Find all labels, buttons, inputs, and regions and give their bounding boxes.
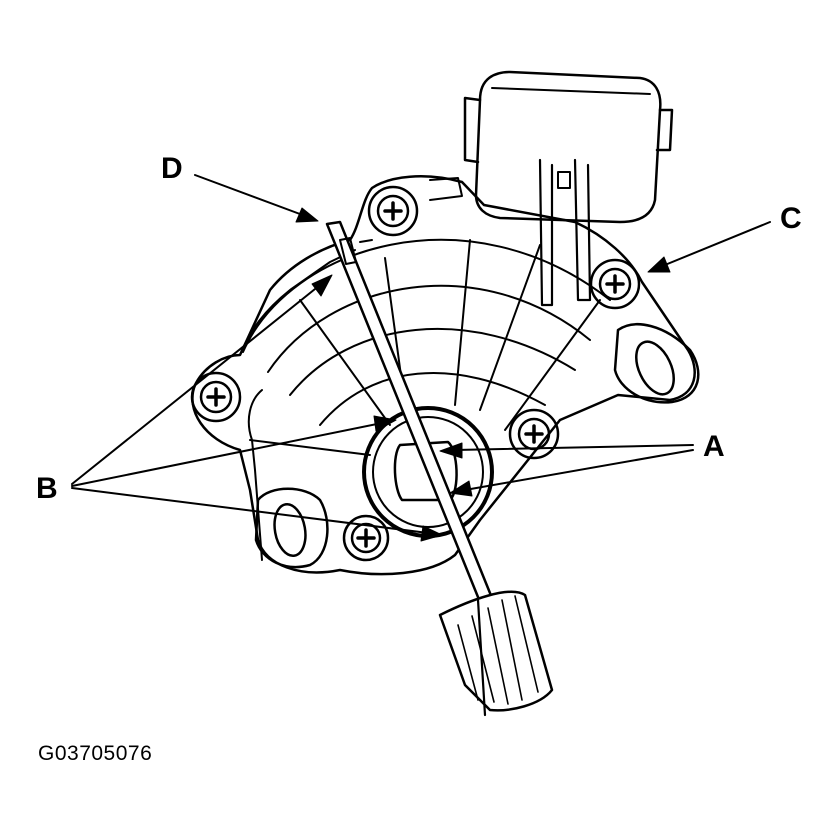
- screw-left: [190, 371, 242, 423]
- connector-key: [557, 171, 571, 189]
- leader-d: [194, 174, 309, 218]
- connector-lock-left: [463, 96, 482, 164]
- connector-inner-line: [491, 87, 651, 95]
- connector-cable-left: [538, 158, 554, 307]
- arrowhead-b-upper: [311, 274, 333, 297]
- housing-rib-arc-3: [289, 327, 576, 396]
- connector-neck: [429, 177, 463, 201]
- housing-rib-arc-2: [267, 284, 591, 373]
- sensor-housing-outline: [191, 175, 696, 576]
- housing-rib-outer-arc: [242, 239, 611, 353]
- connector-cable-right: [573, 158, 592, 302]
- alignment-pin-lower: [476, 598, 487, 717]
- alignment-pin-tip-2: [359, 239, 373, 243]
- leader-b-middle: [71, 422, 383, 487]
- callout-label-a: A: [703, 430, 725, 463]
- arrowhead-a-lower: [449, 480, 473, 497]
- housing-radial-rib-4: [479, 244, 541, 411]
- housing-radial-rib-1: [299, 299, 391, 426]
- tool-handle: [438, 590, 554, 712]
- screw-top: [367, 185, 419, 237]
- callout-label-d: D: [161, 152, 183, 185]
- mounting-lug-left: [254, 487, 329, 569]
- mounting-slot-left: [273, 503, 307, 557]
- leader-a-upper: [454, 444, 694, 451]
- arrowhead-c: [647, 256, 671, 273]
- alignment-pin-tip: [339, 237, 357, 265]
- tool-handle-grooves: [457, 595, 539, 705]
- arrowhead-d: [295, 207, 319, 223]
- connector-lock-right: [655, 108, 674, 152]
- housing-rib-arc-4: [319, 372, 546, 426]
- screw-bottom: [342, 514, 390, 562]
- mounting-slot-right: [635, 340, 675, 396]
- arrowhead-b-middle: [373, 415, 397, 432]
- figure-id: G03705076: [38, 742, 153, 765]
- screw-c: [589, 258, 641, 310]
- leader-c: [659, 221, 771, 268]
- arrowhead-a-upper: [439, 442, 463, 459]
- connector-body: [474, 70, 662, 224]
- housing-radial-rib-5: [504, 299, 601, 431]
- housing-radial-rib-6: [249, 439, 371, 456]
- shaft-bore-inner: [372, 416, 484, 528]
- callout-label-b: B: [36, 472, 58, 505]
- leader-b-lower: [71, 487, 429, 534]
- leader-b-upper: [71, 284, 321, 485]
- housing-radial-rib-3: [454, 239, 471, 406]
- mounting-lug-right: [613, 323, 700, 404]
- callout-label-c: C: [780, 202, 802, 235]
- leader-a-lower: [464, 449, 694, 491]
- screw-right: [508, 408, 560, 460]
- arrowhead-b-lower: [420, 525, 443, 542]
